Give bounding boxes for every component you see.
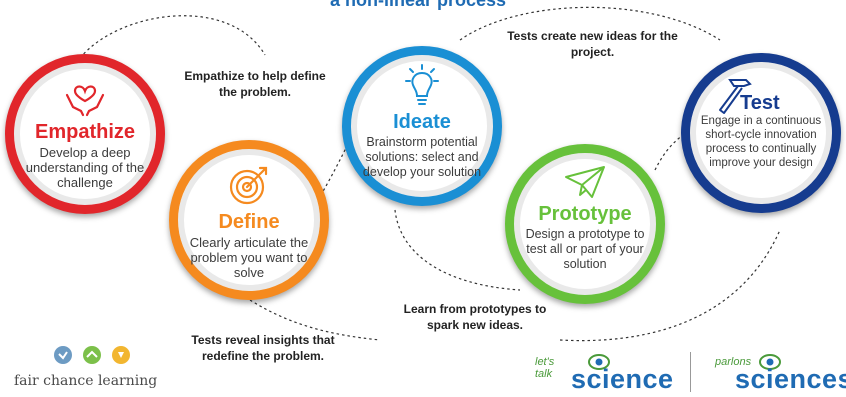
dashed-arc-top-left — [79, 15, 266, 59]
dashed-arc-lower-right — [559, 229, 781, 342]
fair-chance-learning-name: fair chance learning — [14, 373, 158, 389]
dashed-arc-top-right — [459, 6, 721, 41]
diagram-title: a non-linear process — [330, 0, 507, 10]
eye-icon-fr — [759, 354, 781, 370]
stage-define-title: Define — [218, 211, 280, 233]
dashed-arc-lower-left — [249, 299, 381, 341]
stage-ideate-description: Brainstorm potential solutions: select a… — [362, 135, 482, 179]
lets-talk-small-text: let's talk — [535, 356, 555, 380]
note-tests-reveal: Tests reveal insights that redefine the … — [191, 333, 335, 363]
stage-prototype: Prototype Design a prototype to test all… — [505, 144, 665, 304]
stage-prototype-description: Design a prototype to test all or part o… — [525, 227, 645, 271]
stage-empathize-description: Develop a deep understanding of the chal… — [25, 145, 145, 190]
stage-ideate-title: Ideate — [393, 111, 451, 133]
fcl-logo-mark-icon — [54, 346, 130, 364]
stage-ideate: Ideate Brainstorm potential solutions: s… — [342, 46, 502, 206]
stage-empathize: Empathize Develop a deep understanding o… — [5, 54, 165, 214]
parlons-sciences-text: sciences — [735, 364, 846, 394]
heart-hands-icon — [63, 77, 107, 122]
fair-chance-learning-logo: fair chance learning — [14, 344, 157, 389]
note-tests-create: Tests create new ideas for the project. — [507, 29, 678, 59]
lightbulb-icon — [400, 63, 444, 114]
stage-test: Test Engage in a continuous short-cycle … — [681, 53, 841, 213]
stage-empathize-title: Empathize — [34, 121, 136, 143]
stage-define-description: Clearly articulate the problem you want … — [189, 235, 309, 280]
lets-talk-science-text: science — [571, 364, 674, 394]
note-learn-from-prototypes: Learn from prototypes to spark new ideas… — [403, 302, 547, 332]
note-empathize-define: Empathize to help define the problem. — [184, 69, 326, 99]
dashed-arc-ideate-down — [394, 209, 521, 291]
stage-prototype-title: Prototype — [538, 203, 632, 225]
stage-test-description: Engage in a continuous short-cycle innov… — [700, 115, 822, 169]
eye-icon — [588, 354, 610, 370]
parlons-small-text: parlons — [715, 356, 752, 368]
stage-test-title: Test — [740, 92, 780, 114]
hammer-icon — [712, 72, 758, 123]
logo-divider — [690, 352, 691, 392]
paper-plane-icon — [562, 163, 608, 206]
target-icon — [227, 163, 271, 212]
stage-define: Define Clearly articulate the problem yo… — [169, 140, 329, 300]
